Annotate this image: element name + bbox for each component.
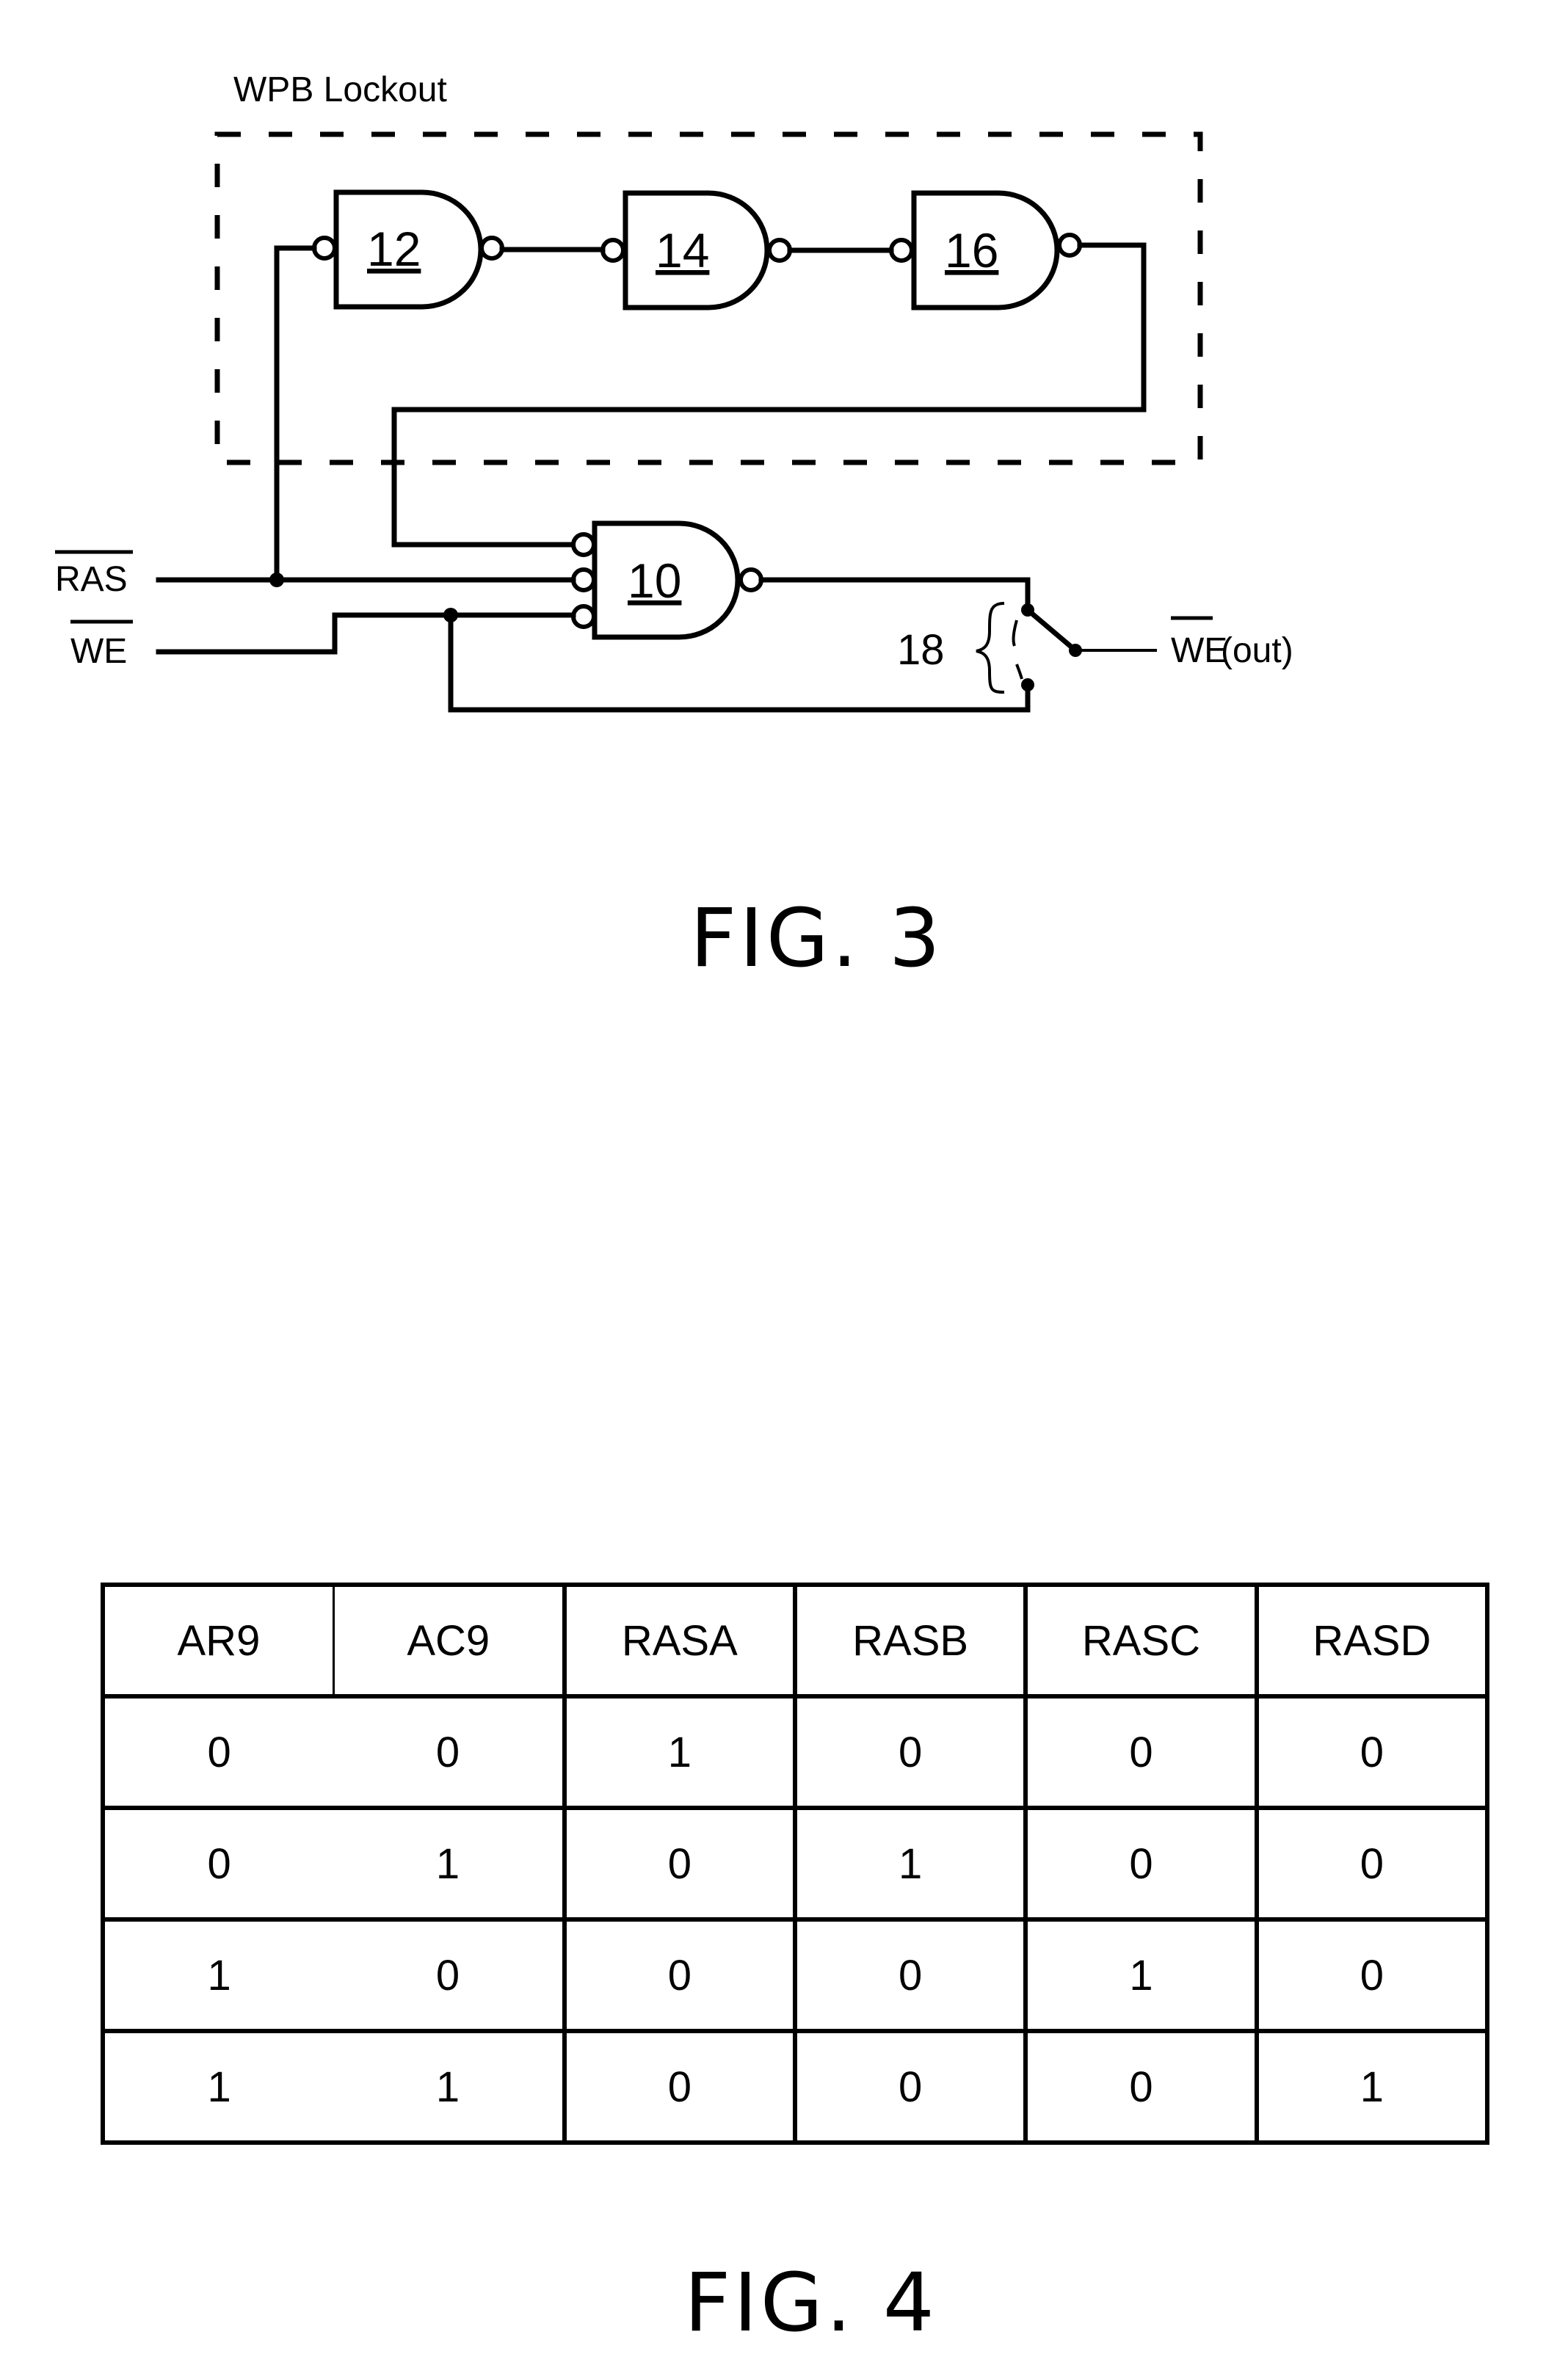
cell-rasa: 0 [565, 1808, 795, 1919]
cell-ac9: 0 [333, 1696, 564, 1808]
cell-rasb: 1 [795, 1808, 1026, 1919]
we-label: WE [70, 632, 127, 671]
truth-table: AR9 AC9 RASA RASB RASC RASD 0 0 1 0 0 0 … [101, 1583, 1489, 2145]
we-input: WE [70, 608, 1028, 710]
header-ac9: AC9 [333, 1585, 564, 1696]
table-header-row: AR9 AC9 RASA RASB RASC RASD [103, 1585, 1487, 1696]
switch-contact-bottom [1021, 678, 1034, 691]
nand-gate-14: 14 [603, 193, 790, 308]
ras-label: RAS [55, 560, 128, 599]
nand-gate-10: 10 [573, 523, 761, 637]
header-rasd: RASD [1257, 1585, 1487, 1696]
we-out-label: WE [1171, 631, 1227, 670]
cell-rasc: 0 [1026, 1696, 1256, 1808]
cell-rasd: 0 [1257, 1808, 1487, 1919]
cell-ac9: 1 [333, 1808, 564, 1919]
header-rasc: RASC [1026, 1585, 1256, 1696]
cell-rasb: 0 [795, 2031, 1026, 2143]
cell-rasd: 0 [1257, 1919, 1487, 2031]
cell-rasc: 0 [1026, 1808, 1256, 1919]
switch-18-label: 18 [897, 626, 945, 674]
ras-junction [269, 573, 284, 587]
figure-3-circuit: WPB Lockout 12 14 16 10 RAS [0, 0, 1568, 1028]
switch-18: 18 [897, 603, 1082, 692]
ras-input: RAS [55, 552, 573, 599]
cell-rasd: 0 [1257, 1696, 1487, 1808]
gate-16-label: 16 [945, 223, 998, 277]
cell-ar9: 1 [103, 1919, 333, 2031]
gate-10-label: 10 [628, 553, 681, 608]
header-rasa: RASA [565, 1585, 795, 1696]
switch-brace [976, 603, 1004, 692]
nand-gate-12: 12 [314, 192, 502, 307]
cell-ar9: 0 [103, 1808, 333, 1919]
header-rasb: RASB [795, 1585, 1026, 1696]
cell-rasc: 0 [1026, 2031, 1256, 2143]
cell-rasc: 1 [1026, 1919, 1256, 2031]
we-out-suffix: (out) [1221, 631, 1293, 670]
cell-ar9: 0 [103, 1696, 333, 1808]
cell-rasb: 0 [795, 1696, 1026, 1808]
gate-12-label: 12 [367, 222, 421, 276]
cell-rasb: 0 [795, 1919, 1026, 2031]
gate-14-label: 14 [656, 223, 709, 277]
cell-rasd: 1 [1257, 2031, 1487, 2143]
we-out-output: WE (out) [1075, 618, 1293, 670]
header-ar9: AR9 [103, 1585, 333, 1696]
table-row: 0 0 1 0 0 0 [103, 1696, 1487, 1808]
cell-rasa: 1 [565, 1696, 795, 1808]
cell-rasa: 0 [565, 2031, 795, 2143]
table-row: 1 0 0 0 1 0 [103, 1919, 1487, 2031]
wpb-lockout-label: WPB Lockout [233, 70, 447, 109]
nand-gate-16: 16 [891, 193, 1080, 308]
cell-ar9: 1 [103, 2031, 333, 2143]
table-row: 0 1 0 1 0 0 [103, 1808, 1487, 1919]
cell-ac9: 1 [333, 2031, 564, 2143]
cell-ac9: 0 [333, 1919, 564, 2031]
cell-rasa: 0 [565, 1919, 795, 2031]
figure-3-caption: FIG. 3 [690, 891, 943, 985]
figure-4-caption: FIG. 4 [684, 2256, 937, 2350]
figure-4-caption-area: FIG. 4 [0, 2202, 1568, 2376]
table-row: 1 1 0 0 0 1 [103, 2031, 1487, 2143]
